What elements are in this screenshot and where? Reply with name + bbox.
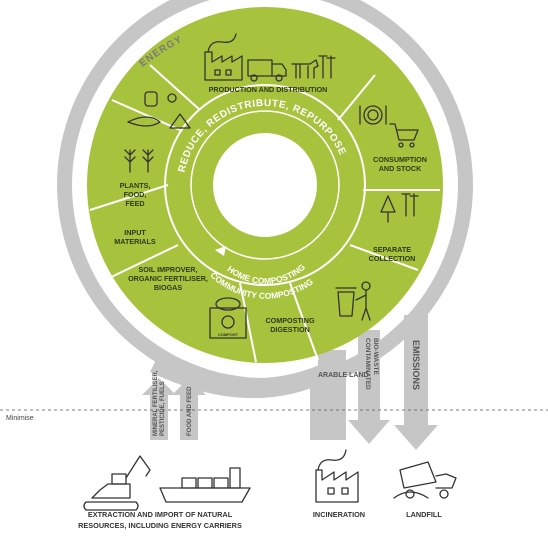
input-label-1: INPUT [124,228,146,237]
plants-label-3: FEED [125,199,144,208]
contaminated-arrow [348,330,390,444]
food-feed-arrow [172,378,206,440]
emissions-label: EMISSIONS [411,340,421,390]
minimise-label: Minimise [6,415,34,422]
mineral-fertiliser-arrow [142,378,176,440]
incineration-factory-icon [315,449,359,503]
tree-icon [380,195,396,223]
factory-icon [204,33,243,81]
compost-sack-icon: COMPOST [209,297,247,339]
soil-label-3: BIOGAS [154,283,183,292]
landfill-label: LANDFILL [406,510,442,519]
cargo-ship-icon [159,467,251,503]
garden-tools-icon-2 [401,193,419,217]
compost-sack-label: COMPOST [218,332,239,337]
plants-label-1: PLANTS, [120,181,151,190]
cow-icon [291,59,319,79]
input-label-2: MATERIALS [114,237,156,246]
separate-label-2: COLLECTION [369,254,416,263]
separate-label-1: SEPARATE [373,245,411,254]
soil-label-1: SOIL IMPROVER, [139,265,198,274]
mineral-label-1: MINERAL FERTILISER, [153,370,159,436]
extraction-label-1: EXTRACTION AND IMPORT OF NATURAL [88,510,233,519]
incineration-label: INCINERATION [313,510,365,519]
shopping-cart-icon [389,123,419,148]
fruit-vegetable-icon [127,91,191,129]
consumption-label-2: AND STOCK [379,164,422,173]
person-with-bin-icon [335,281,371,321]
excavator-icon [83,455,151,511]
composting-label-2: DIGESTION [270,325,310,334]
garden-tools-icon [318,55,336,79]
production-label: PRODUCTION AND DISTRIBUTION [209,85,328,94]
home-composting-arrowhead [215,246,226,256]
emissions-arrow [394,315,438,450]
plants-label-2: FOOD, [124,190,147,199]
wheat-icon [124,149,154,173]
grey-arms [142,315,438,450]
contaminated-label-2: BIO-WASTE [372,338,379,375]
soil-label-2: ORGANIC FERTILISER, [128,274,208,283]
extraction-label-2: RESOURCES, INCLUDING ENERGY CARRIERS [78,521,242,530]
food-feed-label: FOOD AND FEED [187,386,193,436]
contaminated-label-1: CONTAMINATED [364,338,371,390]
arable-land-label: ARABLE LAND [318,372,369,379]
dump-truck-icon [393,461,457,499]
consumption-label-1: CONSUMPTION [373,155,427,164]
truck-icon [247,59,287,82]
plate-cutlery-icon [359,105,387,125]
mineral-label-2: PESTICIDE, FUELS [160,381,166,436]
composting-label-1: COMPOSTING [265,316,315,325]
